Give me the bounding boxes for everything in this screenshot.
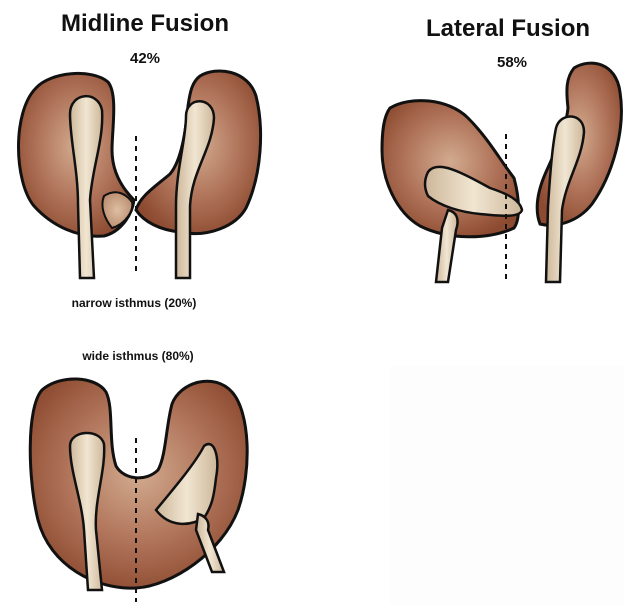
midline-narrow-horseshoe-kidney (19, 71, 261, 278)
midline-wide-horseshoe-kidney (30, 379, 247, 602)
lateral-fusion-kidney (382, 63, 621, 282)
